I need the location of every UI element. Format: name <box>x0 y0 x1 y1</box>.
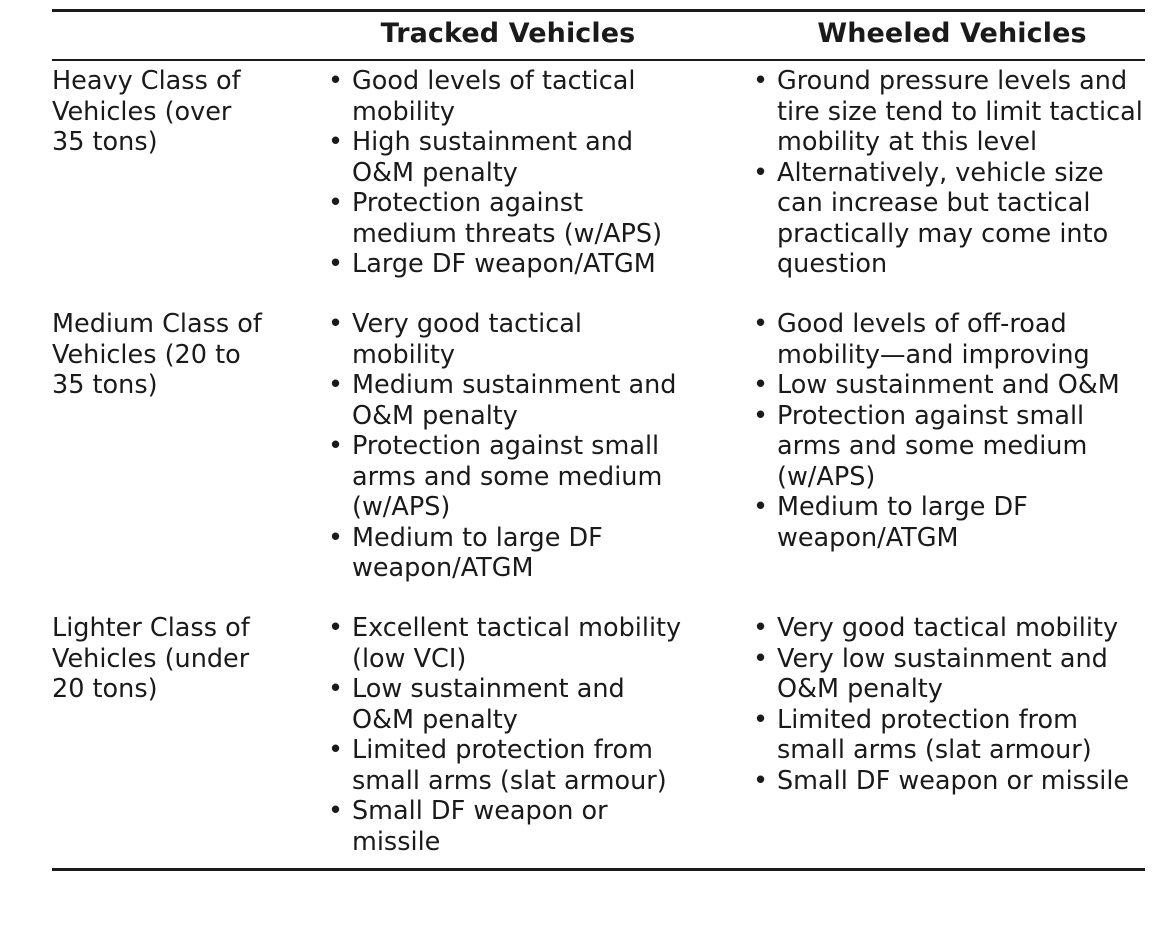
list-item: • Low sustainment and O&M penalty <box>324 674 704 735</box>
bullet-icon: • <box>753 643 769 674</box>
list-item: • Low sustainment and O&M <box>749 370 1149 401</box>
bullet-icon: • <box>753 66 769 96</box>
list-item: • Very low sustainment and O&M penalty <box>749 644 1149 705</box>
bullet-icon: • <box>328 674 344 704</box>
bullet-icon: • <box>328 370 344 400</box>
list-item: • Protection against medium threats (w/AP… <box>324 188 704 249</box>
bullet-icon: • <box>328 735 344 765</box>
list-item: • Very good tactical mobility <box>324 309 704 370</box>
bullet-icon: • <box>328 431 344 461</box>
list-item: • Limited protection from small arms (sla… <box>324 735 704 796</box>
bullet-icon: • <box>328 66 344 96</box>
list-item: • Limited protection from small arms (sla… <box>749 705 1149 766</box>
table-top-rule <box>52 9 1145 12</box>
bullet-icon: • <box>753 492 769 522</box>
list-item: • Small DF weapon or missile <box>749 766 1149 797</box>
list-item: • Large DF weapon/ATGM <box>324 249 704 280</box>
bullet-icon: • <box>753 309 769 339</box>
list-item: • Small DF weapon or missile <box>324 796 704 857</box>
cell-heavy-tracked: • Good levels of tactical mobility • High … <box>324 66 704 280</box>
row-label-lighter: Lighter Class of Vehicles (under 20 tons… <box>52 613 250 704</box>
bullet-text: Large DF weapon/ATGM <box>352 249 656 279</box>
bullet-text: Alternatively, vehicle size can increase… <box>777 157 1109 280</box>
bullet-icon: • <box>753 157 769 188</box>
list-item: • Medium to large DF weapon/ATGM <box>324 523 704 584</box>
bullet-text: Good levels of tactical mobility <box>352 66 636 127</box>
list-item: • Good levels of tactical mobility <box>324 66 704 127</box>
cell-heavy-wheeled: • Ground pressure levels and tire size te… <box>749 66 1149 280</box>
bullet-text: Low sustainment and O&M <box>777 370 1120 400</box>
bullet-icon: • <box>328 127 344 157</box>
bullet-icon: • <box>753 613 769 643</box>
bullet-text: Limited protection from small arms (slat… <box>777 704 1092 766</box>
header-rule <box>52 59 1145 61</box>
bullet-icon: • <box>753 400 769 431</box>
cell-medium-wheeled: • Good levels of off-road mobility—and im… <box>749 309 1149 553</box>
bullet-icon: • <box>328 249 344 279</box>
list-item: • Protection against small arms and some … <box>749 401 1149 493</box>
list-item: • Excellent tactical mobility (low VCI) <box>324 613 704 674</box>
bullet-text: Medium to large DF weapon/ATGM <box>777 492 1028 553</box>
bullet-text: Medium sustainment and O&M penalty <box>352 370 677 431</box>
bullet-text: High sustainment and O&M penalty <box>352 127 634 188</box>
bullet-text: Small DF weapon or missile <box>777 765 1130 796</box>
bullet-text: Excellent tactical mobility (low VCI) <box>352 613 682 674</box>
list-item: • Protection against small arms and some … <box>324 431 704 523</box>
bullet-icon: • <box>328 613 344 643</box>
list-item: • Medium to large DF weapon/ATGM <box>749 492 1149 553</box>
cell-medium-tracked: • Very good tactical mobility • Medium sus… <box>324 309 704 584</box>
comparison-table: Tracked Vehicles Wheeled Vehicles Heavy … <box>52 9 1145 874</box>
cell-lighter-tracked: • Excellent tactical mobility (low VCI) •… <box>324 613 704 857</box>
list-item: • High sustainment and O&M penalty <box>324 127 704 188</box>
bullet-text: Very low sustainment and O&M penalty <box>777 643 1108 705</box>
bullet-icon: • <box>328 188 344 218</box>
bullet-text: Protection against medium threats (w/APS… <box>352 188 663 249</box>
bullet-text: Limited protection from small arms (slat… <box>352 735 667 796</box>
bullet-text: Good levels of off-road mobility—and imp… <box>777 309 1090 370</box>
cell-lighter-wheeled: • Very good tactical mobility • Very low s… <box>749 613 1149 796</box>
list-item: • Medium sustainment and O&M penalty <box>324 370 704 431</box>
bullet-text: Protection against small arms and some m… <box>777 400 1088 492</box>
table-bottom-rule <box>52 868 1145 871</box>
bullet-text: Low sustainment and O&M penalty <box>352 674 625 735</box>
list-item: • Alternatively, vehicle size can increas… <box>749 158 1149 280</box>
list-item: • Good levels of off-road mobility—and im… <box>749 309 1149 370</box>
row-label-heavy: Heavy Class of Vehicles (over 35 tons) <box>52 66 241 157</box>
bullet-text: Ground pressure levels and tire size ten… <box>777 66 1143 157</box>
bullet-icon: • <box>328 309 344 339</box>
bullet-text: Protection against small arms and some m… <box>352 431 663 522</box>
row-label-medium: Medium Class of Vehicles (20 to 35 tons) <box>52 309 262 400</box>
bullet-icon: • <box>753 370 769 400</box>
bullet-text: Medium to large DF weapon/ATGM <box>352 522 603 584</box>
list-item: • Very good tactical mobility <box>749 613 1149 644</box>
bullet-text: Small DF weapon or missile <box>352 796 608 857</box>
bullet-icon: • <box>328 522 344 553</box>
bullet-icon: • <box>328 796 344 826</box>
bullet-text: Very good tactical mobility <box>777 613 1119 643</box>
bullet-text: Very good tactical mobility <box>352 309 582 370</box>
bullet-icon: • <box>753 704 769 735</box>
header-wheeled-vehicles: Wheeled Vehicles <box>817 18 1087 49</box>
list-item: • Ground pressure levels and tire size te… <box>749 66 1149 158</box>
header-tracked-vehicles: Tracked Vehicles <box>380 18 636 49</box>
bullet-icon: • <box>753 765 769 796</box>
